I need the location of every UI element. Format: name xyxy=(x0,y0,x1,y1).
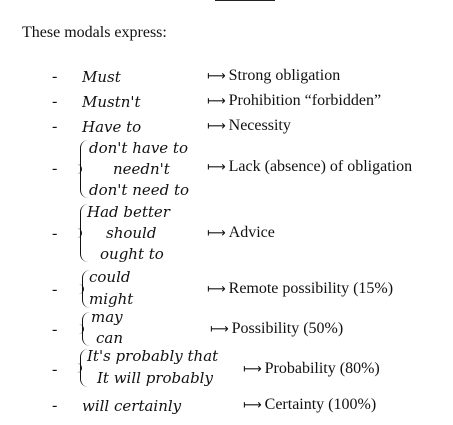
maps-to-arrow-icon: ⟼ xyxy=(207,160,226,175)
bullet-dash: - xyxy=(52,281,58,298)
meaning-text: ⟼Necessity xyxy=(207,117,291,134)
intro-heading: These modals express: xyxy=(22,24,167,41)
modal-word: don't need to xyxy=(89,181,190,199)
modal-word: Must xyxy=(82,68,121,86)
modal-group: Had better should ought to xyxy=(80,202,205,264)
modal-word: may xyxy=(91,308,123,326)
meaning-text: ⟼Strong obligation xyxy=(207,67,341,84)
modal-group: don't have to needn't don't need to xyxy=(80,138,205,200)
maps-to-arrow-icon: ⟼ xyxy=(207,94,226,109)
modal-word: needn't xyxy=(113,160,170,178)
curly-brace xyxy=(82,312,91,346)
bullet-dash: - xyxy=(52,68,58,85)
bullet-dash: - xyxy=(52,321,58,338)
maps-to-arrow-icon: ⟼ xyxy=(207,226,226,241)
maps-to-arrow-icon: ⟼ xyxy=(207,69,226,84)
maps-to-arrow-icon: ⟼ xyxy=(207,119,226,134)
meaning-text: ⟼Lack (absence) of obligation xyxy=(207,158,413,175)
modal-word: should xyxy=(106,224,157,242)
bullet-dash: - xyxy=(52,361,58,378)
meaning-text: ⟼Certainty (100%) xyxy=(243,396,377,413)
meaning-text: ⟼Possibility (50%) xyxy=(210,320,344,337)
maps-to-arrow-icon: ⟼ xyxy=(210,322,229,337)
bullet-dash: - xyxy=(52,397,58,414)
modal-word: It will probably xyxy=(97,369,213,387)
curly-brace xyxy=(80,140,89,198)
modal-group: could might xyxy=(82,268,182,310)
modal-group: may can xyxy=(82,308,162,348)
modal-word: Mustn't xyxy=(82,93,141,111)
top-rule xyxy=(215,0,275,1)
modal-word: could xyxy=(89,268,131,286)
modal-word: don't have to xyxy=(89,139,188,157)
maps-to-arrow-icon: ⟼ xyxy=(207,282,226,297)
curly-brace xyxy=(82,270,91,308)
modal-word: Have to xyxy=(82,118,142,136)
bullet-dash: - xyxy=(52,160,58,177)
modal-word: will certainly xyxy=(82,397,182,415)
modal-group: It's probably that It will probably xyxy=(80,347,240,389)
curly-brace xyxy=(80,349,89,387)
modal-word: can xyxy=(96,329,124,347)
curly-brace xyxy=(80,204,89,262)
modal-word: Had better xyxy=(87,203,170,221)
maps-to-arrow-icon: ⟼ xyxy=(243,398,262,413)
modal-word: might xyxy=(89,290,134,308)
bullet-dash: - xyxy=(52,225,58,242)
meaning-text: ⟼Advice xyxy=(207,224,275,241)
modal-word: ought to xyxy=(100,245,164,263)
bullet-dash: - xyxy=(52,93,58,110)
meaning-text: ⟼Probability (80%) xyxy=(243,360,380,377)
bullet-dash: - xyxy=(52,118,58,135)
meaning-text: ⟼Remote possibility (15%) xyxy=(207,280,394,297)
modal-word: It's probably that xyxy=(87,347,219,365)
maps-to-arrow-icon: ⟼ xyxy=(243,362,262,377)
meaning-text: ⟼Prohibition “forbidden” xyxy=(207,92,382,109)
